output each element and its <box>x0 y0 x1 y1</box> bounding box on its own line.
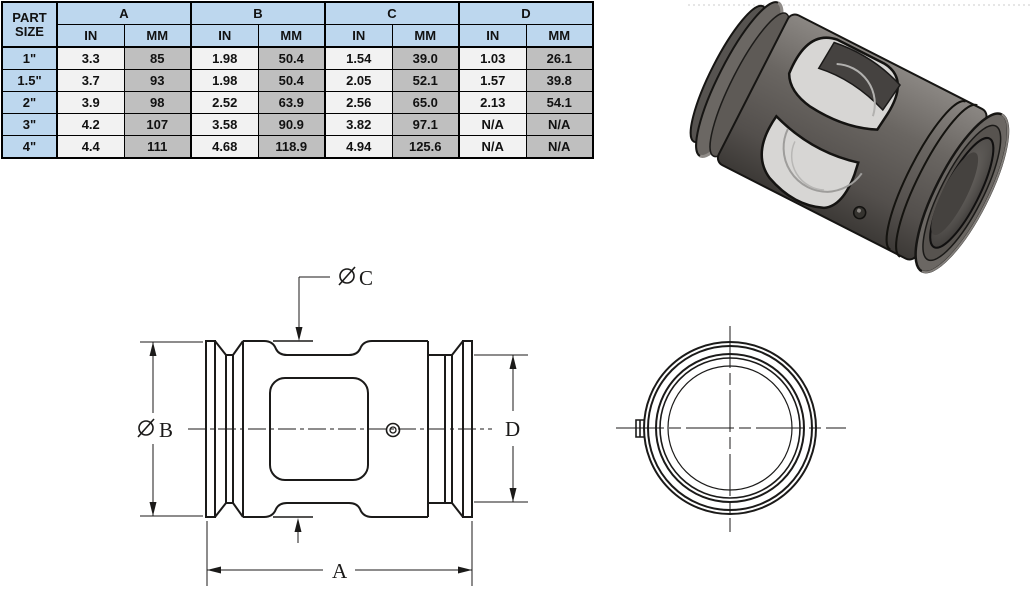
unit-header-in: IN <box>56 24 125 48</box>
vent-screw <box>385 422 401 438</box>
corner-line2: SIZE <box>15 23 44 39</box>
size-cell: 1" <box>1 46 58 70</box>
unit-header-mm: MM <box>525 24 594 48</box>
table-row-units: IN MM IN MM IN MM IN MM <box>2 24 594 48</box>
value-cell: 4.2 <box>56 113 125 136</box>
value-cell: N/A <box>458 135 527 159</box>
unit-header-in: IN <box>324 24 393 48</box>
unit-header-in: IN <box>458 24 527 48</box>
dim-d-label: D <box>505 417 520 441</box>
side-view <box>616 326 846 532</box>
value-cell: 3.58 <box>190 113 259 136</box>
render-window-lower <box>760 114 863 210</box>
value-cell: 3.3 <box>56 46 125 70</box>
dim-d: D <box>474 354 528 503</box>
sight-window <box>269 377 369 481</box>
value-cell: 85 <box>123 46 192 70</box>
value-cell: 4.94 <box>324 135 393 159</box>
corner-header: PART SIZE <box>1 1 58 48</box>
unit-header-mm: MM <box>257 24 326 48</box>
table-row-groups: PART SIZE A B C D <box>1 1 594 48</box>
render-far-flange <box>689 1 791 158</box>
value-cell: 2.05 <box>324 69 393 92</box>
dimension-table: PART SIZE A B C D IN MM IN MM IN MM IN M… <box>1 1 594 159</box>
value-cell: N/A <box>525 135 594 159</box>
left-flange <box>205 340 244 518</box>
value-cell: 50.4 <box>257 69 326 92</box>
size-cell: 2" <box>1 91 58 114</box>
diameter-symbol-icon <box>137 418 155 438</box>
value-cell: 97.1 <box>391 113 460 136</box>
render-groove <box>885 100 978 258</box>
render-opening <box>914 112 1010 274</box>
value-cell: 2.56 <box>324 91 393 114</box>
render-vent-screw <box>852 205 867 220</box>
diameter-symbol-icon <box>338 266 356 286</box>
front-view: C B <box>137 266 528 586</box>
unit-header-mm: MM <box>391 24 460 48</box>
dim-a: A <box>206 521 473 586</box>
dim-b: B <box>137 341 203 517</box>
value-cell: 125.6 <box>391 135 460 159</box>
value-cell: 2.52 <box>190 91 259 114</box>
value-cell: 50.4 <box>257 46 326 70</box>
value-cell: 4.68 <box>190 135 259 159</box>
value-cell: 98 <box>123 91 192 114</box>
dim-c-label: C <box>359 266 373 290</box>
unit-header-mm: MM <box>123 24 192 48</box>
corner-line1: PART <box>12 9 47 25</box>
right-flange <box>428 340 473 518</box>
value-cell: 1.98 <box>190 69 259 92</box>
product-3d-render <box>689 1 1010 274</box>
value-cell: 107 <box>123 113 192 136</box>
value-cell: N/A <box>525 113 594 136</box>
table-row: 4" 4.4 111 4.68 118.9 4.94 125.6 N/A N/A <box>1 135 594 159</box>
value-cell: 26.1 <box>525 46 594 70</box>
value-cell: 111 <box>123 135 192 159</box>
dim-b-label: B <box>159 418 173 442</box>
render-window-upper <box>787 36 901 131</box>
value-cell: 39.8 <box>525 69 594 92</box>
dim-a-label: A <box>332 559 348 583</box>
value-cell: 90.9 <box>257 113 326 136</box>
size-cell: 3" <box>1 113 58 136</box>
side-vent-tab <box>635 419 645 438</box>
dim-c: C <box>294 266 373 543</box>
value-cell: 2.13 <box>458 91 527 114</box>
col-group-d: D <box>458 1 594 25</box>
table-row: 3" 4.2 107 3.58 90.9 3.82 97.1 N/A N/A <box>1 113 594 136</box>
body-outline <box>242 340 429 518</box>
col-group-a: A <box>56 1 192 25</box>
value-cell: 65.0 <box>391 91 460 114</box>
value-cell: 118.9 <box>257 135 326 159</box>
value-cell: 1.54 <box>324 46 393 70</box>
value-cell: N/A <box>458 113 527 136</box>
col-group-b: B <box>190 1 326 25</box>
value-cell: 4.4 <box>56 135 125 159</box>
value-cell: 93 <box>123 69 192 92</box>
